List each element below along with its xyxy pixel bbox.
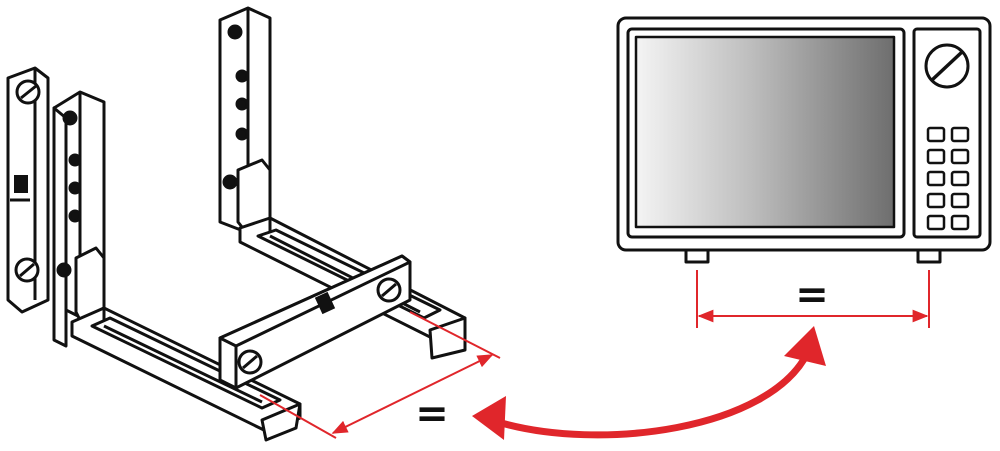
dimension-line-icon <box>259 311 501 439</box>
dimension-line-icon <box>696 270 930 328</box>
side-plate <box>6 66 50 314</box>
dial-knob-icon <box>924 43 970 89</box>
microwave-screen <box>634 35 896 229</box>
level-bar <box>218 254 412 390</box>
curved-arrow-head-top <box>784 326 826 366</box>
bracket-extension-right <box>409 311 501 359</box>
bracket-extension-left <box>259 394 337 439</box>
wall-bracket-icon <box>6 6 467 442</box>
microwave-width-equals-label: = <box>795 272 829 318</box>
level-bubble-icon <box>237 277 402 375</box>
curved-arrow-icon <box>472 326 826 440</box>
front-upright <box>52 90 106 348</box>
curved-arrow-shaft <box>494 348 812 439</box>
curved-arrow-head-left <box>472 396 506 440</box>
microwave-icon <box>616 16 992 264</box>
microwave-foot-left <box>684 248 710 264</box>
rear-upright <box>218 6 272 234</box>
bracket-dimension-line <box>331 354 494 434</box>
microwave-foot-right <box>916 248 942 264</box>
bracket-width-equals-label: = <box>415 391 449 437</box>
keypad <box>926 126 970 231</box>
